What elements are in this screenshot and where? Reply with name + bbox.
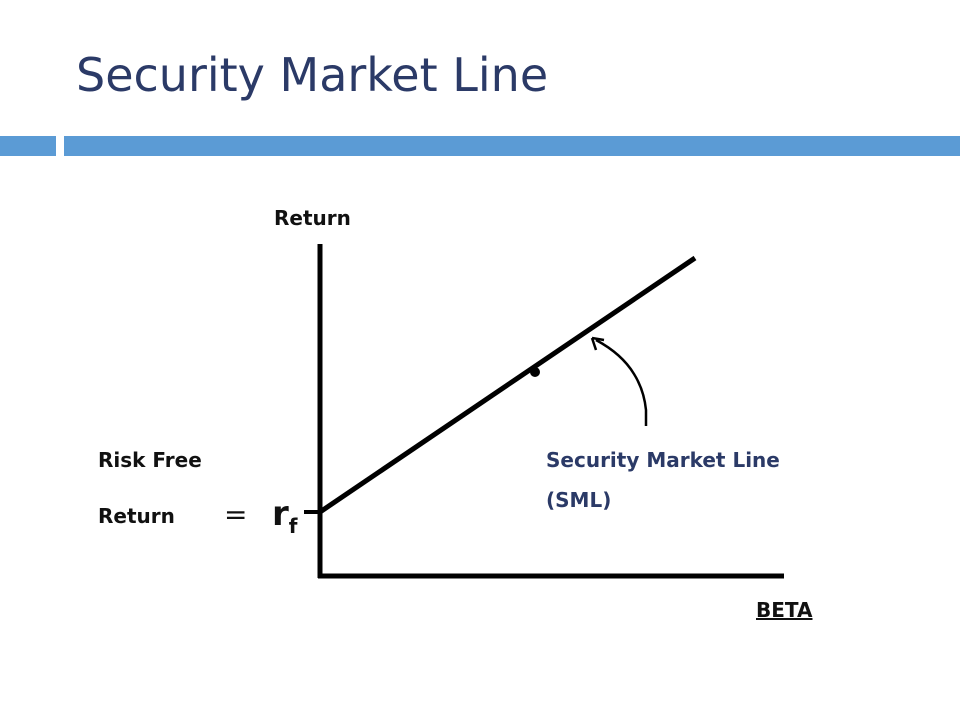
sml-pointer-arrow xyxy=(595,338,648,426)
title-accent-bar-right xyxy=(64,136,960,156)
x-axis-label: BETA xyxy=(756,598,813,622)
title-accent-bar-left xyxy=(0,136,56,156)
sml-line xyxy=(318,255,697,515)
slide-title: Security Market Line xyxy=(76,48,549,102)
rf-symbol: r xyxy=(272,494,289,534)
sml-label-line1: Security Market Line xyxy=(546,448,780,472)
rf-subscript: f xyxy=(288,513,298,538)
risk-free-label-line2: Return xyxy=(98,504,175,528)
risk-free-label-line1: Risk Free xyxy=(98,448,202,472)
equals-sign: = xyxy=(224,498,248,531)
sml-label-line2: (SML) xyxy=(546,488,612,512)
risk-free-rate-symbol: rf xyxy=(272,494,297,538)
y-axis-label: Return xyxy=(274,206,351,230)
market-portfolio-point xyxy=(530,367,540,377)
arrowhead xyxy=(590,336,605,351)
